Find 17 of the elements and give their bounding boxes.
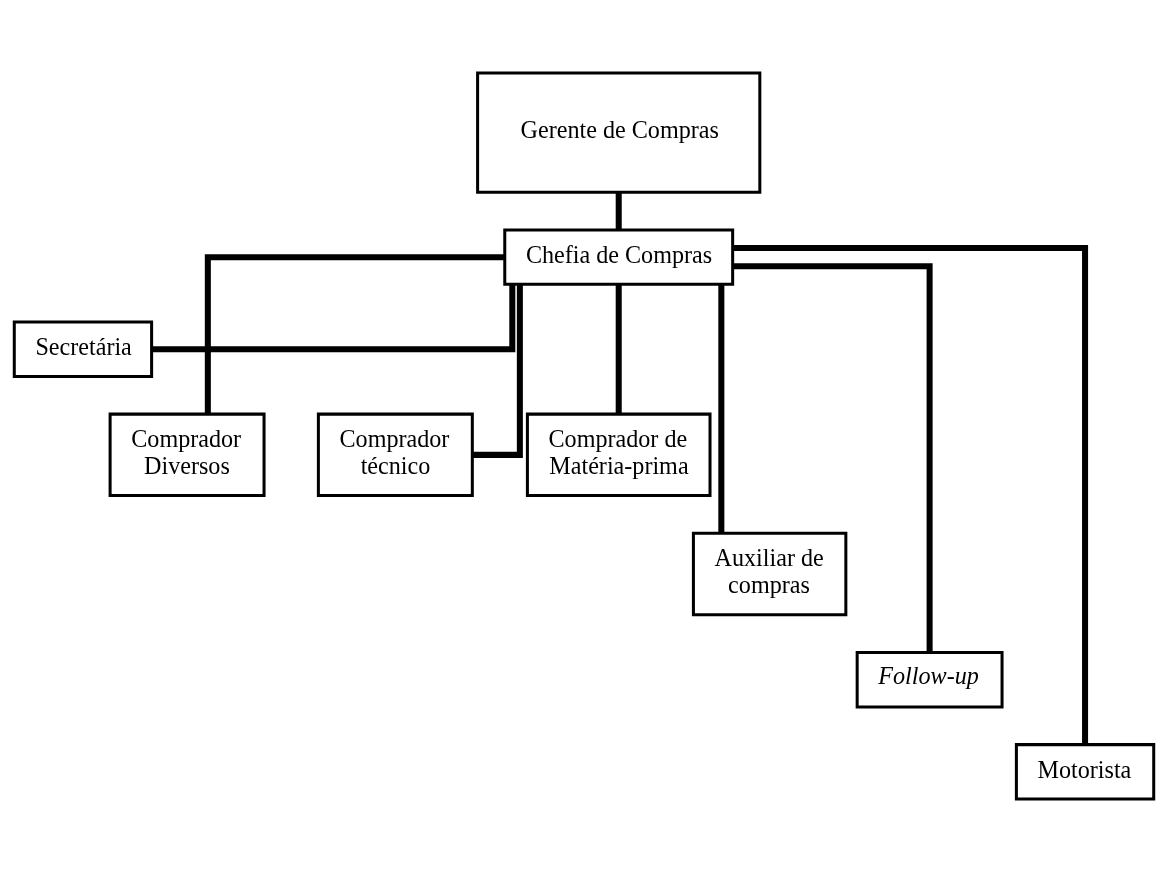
connector [718, 284, 725, 534]
node-box: Comprador Diversos [108, 412, 266, 498]
connector [151, 284, 516, 353]
node-box: Comprador de Matéria-prima [525, 412, 712, 498]
connector [472, 284, 523, 458]
node-box: Gerente de Compras [476, 71, 762, 194]
node-box: Follow-up [855, 651, 1004, 709]
connector [732, 263, 933, 652]
node-box: Secretária [12, 320, 154, 378]
connector [732, 245, 1089, 745]
connector [204, 254, 505, 414]
connector [615, 284, 622, 414]
node-box: Comprador técnico [316, 412, 474, 498]
node-box: Auxiliar de compras [691, 531, 848, 617]
node-box: Chefia de Compras [503, 228, 735, 286]
connector [615, 192, 622, 230]
node-box: Motorista [1014, 743, 1156, 801]
